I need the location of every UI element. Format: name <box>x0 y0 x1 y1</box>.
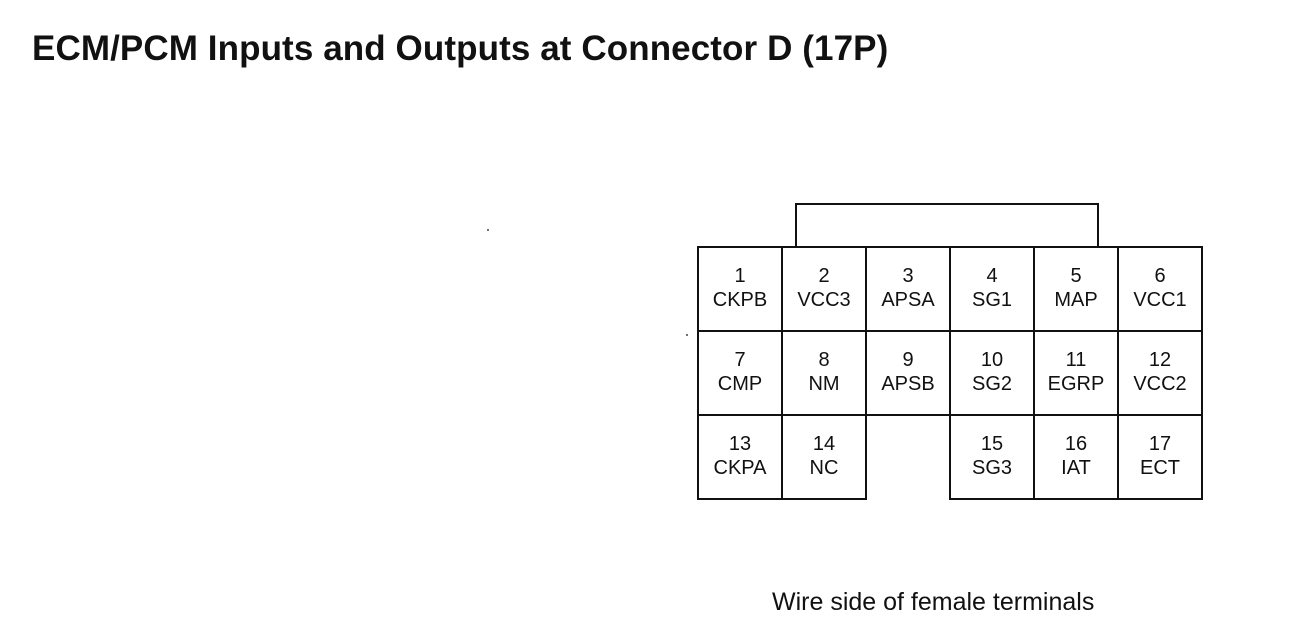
pin-number: 14 <box>812 433 836 455</box>
pin-signal: VCC1 <box>1133 289 1187 311</box>
pin-signal: SG1 <box>971 289 1013 311</box>
pin-number: 9 <box>902 349 914 371</box>
pin-number: 16 <box>1064 433 1088 455</box>
pin-number: 13 <box>728 433 752 455</box>
pin-signal: CKPA <box>713 457 767 479</box>
pin-number: 2 <box>818 265 830 287</box>
pin-signal: NC <box>809 457 839 479</box>
pin-signal: APSB <box>881 373 935 395</box>
page-title: ECM/PCM Inputs and Outputs at Connector … <box>32 29 889 68</box>
pin-number: 10 <box>980 349 1004 371</box>
pin-number: 12 <box>1148 349 1172 371</box>
pin-signal: IAT <box>1061 457 1091 479</box>
pin-number: 11 <box>1065 349 1087 371</box>
connector-lock-tab <box>795 203 1099 248</box>
pin-signal: EGRP <box>1047 373 1105 395</box>
pin-signal: NM <box>808 373 840 395</box>
pin-signal: SG3 <box>971 457 1013 479</box>
pin-signal: CMP <box>717 373 763 395</box>
diagram-caption: Wire side of female terminals <box>772 588 1095 616</box>
pin-signal: VCC2 <box>1133 373 1187 395</box>
pin-signal: MAP <box>1054 289 1098 311</box>
pin-number: 4 <box>986 265 998 287</box>
pin-number: 6 <box>1154 265 1166 287</box>
pin-signal: VCC3 <box>797 289 851 311</box>
pin-signal: APSA <box>881 289 935 311</box>
pin-signal: ECT <box>1140 457 1180 479</box>
scan-speck <box>487 229 489 231</box>
pin-number: 7 <box>734 349 746 371</box>
pin-number: 15 <box>980 433 1004 455</box>
pin-number: 8 <box>818 349 830 371</box>
scan-speck <box>686 334 688 336</box>
pin-number: 3 <box>902 265 914 287</box>
pin-signal: SG2 <box>971 373 1013 395</box>
pin-number: 5 <box>1070 265 1082 287</box>
pin-number: 1 <box>734 265 746 287</box>
pin-number: 17 <box>1148 433 1172 455</box>
pin-signal: CKPB <box>712 289 768 311</box>
